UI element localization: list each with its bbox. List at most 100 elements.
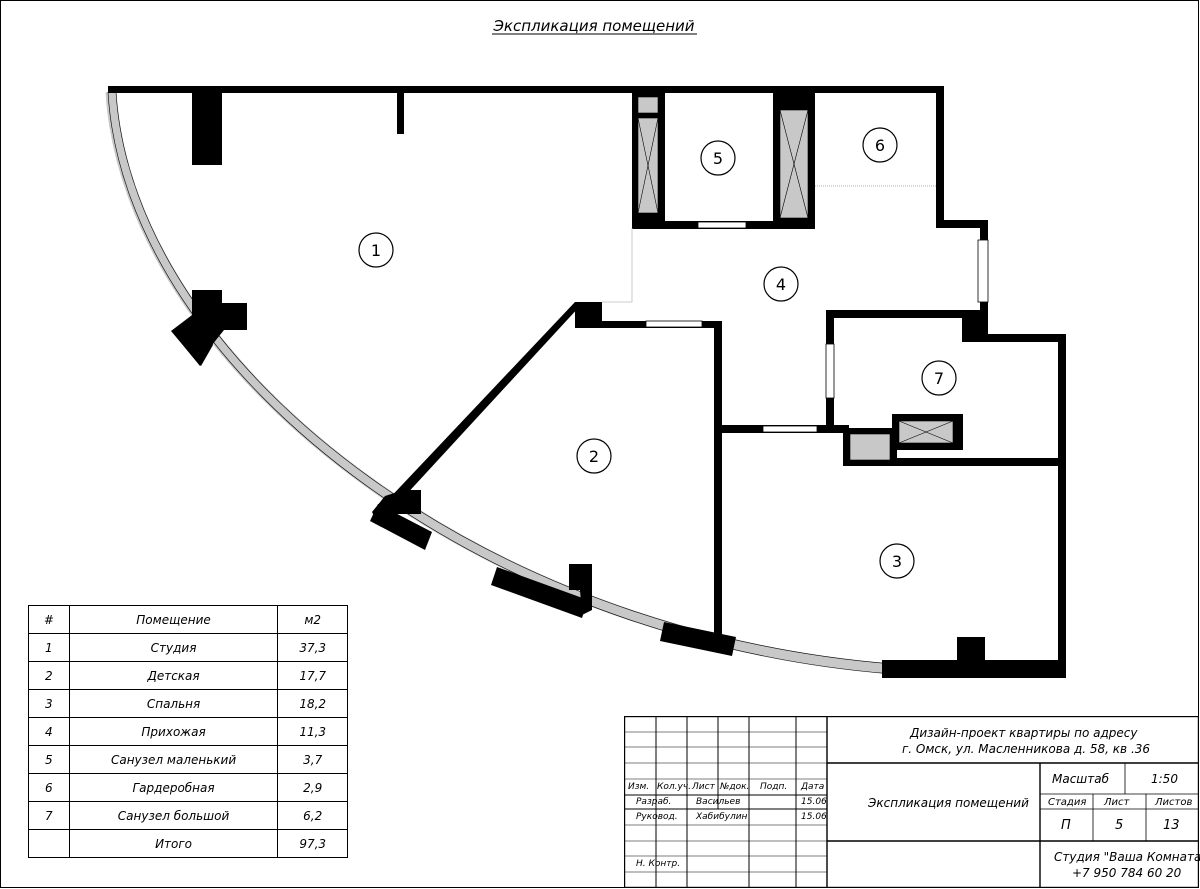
table-header-room: Помещение [68, 605, 279, 634]
table-cell-area: 17,7 [277, 661, 348, 690]
wall-bath7-left-top [826, 310, 834, 344]
stamp-col-count: Кол.уч. [657, 782, 692, 792]
stamp-manager-date: 15.06 [801, 812, 827, 822]
table-header-row: # Помещение м2 [28, 605, 348, 634]
table-row: 2 Детская 17,7 [28, 661, 348, 690]
stamp-col-sheet: Лист [692, 782, 715, 792]
stamp-col-docnum: №док. [720, 782, 750, 792]
table-cell-room: Санузел маленький [68, 745, 279, 774]
table-cell-area: 11,3 [277, 717, 348, 746]
facade-glazing-outline-inner [115, 91, 951, 668]
stamp-sheets-value: 13 [1163, 818, 1180, 833]
room-marker-4-label: 4 [776, 275, 786, 294]
wall-bath7-left-bottom [826, 398, 834, 432]
shaft-3-cross-b [898, 420, 954, 444]
shaft-4 [849, 433, 891, 461]
stamp-col-date: Дата [801, 782, 825, 792]
table-row: 3 Спальня 18,2 [28, 689, 348, 718]
wall-bath7-top-left [826, 310, 966, 318]
table-cell-number: 6 [28, 773, 70, 802]
table-row: 5 Санузел маленький 3,7 [28, 745, 348, 774]
wall-bath7-bottom [843, 458, 1066, 466]
stamp-stage-label: Стадия [1048, 797, 1087, 808]
table-cell-room: Студия [68, 633, 279, 662]
stamp-control-label: Н. Контр. [636, 859, 681, 869]
wall-top [108, 86, 944, 93]
drawing-title: Экспликация помещений [492, 17, 694, 35]
room-marker-6 [862, 127, 898, 163]
room-marker-7 [921, 360, 957, 396]
shaft-1b-cross-b [637, 117, 659, 214]
room-marker-5 [700, 140, 736, 176]
room-marker-4 [763, 266, 799, 302]
wall-kids-diagonal [384, 302, 580, 510]
stamp-col-change: Изм. [628, 782, 650, 792]
shaft-2-cross-b [779, 109, 809, 219]
stamp-developed-name: Васильев [696, 797, 741, 807]
shaft-1a [637, 96, 659, 114]
stamp-project-line1: Дизайн-проект квартиры по адресу [910, 726, 1138, 740]
wall-notch [936, 220, 988, 228]
stamp-scale-label: Масштаб [1052, 772, 1110, 786]
room-markers: 1 2 3 4 5 6 7 [358, 127, 957, 579]
stamp-sheet-label: Лист [1104, 797, 1130, 808]
room-marker-1 [358, 232, 394, 268]
door-bedroom [762, 425, 818, 433]
room-marker-3-label: 3 [892, 552, 902, 571]
table-row: 1 Студия 37,3 [28, 633, 348, 662]
room-marker-3 [879, 543, 915, 579]
table-cell-area: 97,3 [277, 829, 348, 858]
table-cell-room: Гардеробная [68, 773, 279, 802]
table-cell-room: Детская [68, 661, 279, 690]
table-cell-number: 2 [28, 661, 70, 690]
wall-right-hall [980, 220, 988, 240]
table-header-number: # [28, 605, 70, 634]
stamp-developed-date: 15.06 [801, 797, 827, 807]
table-cell-area: 18,2 [277, 689, 348, 718]
facade-wall-seg-2 [370, 504, 432, 550]
table-header-area: м2 [277, 605, 348, 634]
column-top-left [192, 90, 222, 165]
stamp-col-sign: Подп. [760, 782, 788, 792]
table-cell-number [28, 829, 70, 858]
partition-top [397, 90, 404, 134]
table-cell-room: Санузел большой [68, 801, 279, 830]
room-schedule-table: # Помещение м2 1 Студия 37,3 2 Детская 1… [28, 605, 348, 858]
table-cell-area: 2,9 [277, 773, 348, 802]
door-kids [645, 320, 703, 328]
table-cell-area: 37,3 [277, 633, 348, 662]
stamp-stage-value: П [1061, 818, 1071, 833]
title-block-grid [624, 716, 1199, 888]
wall-bath7-top [962, 334, 1066, 342]
stamp-studio-phone: +7 950 784 60 20 [1072, 866, 1182, 880]
stamp-sheets-label: Листов [1155, 797, 1193, 808]
table-cell-number: 4 [28, 717, 70, 746]
table-row: 4 Прихожая 11,3 [28, 717, 348, 746]
window-hall [977, 239, 989, 303]
door-bath5 [697, 221, 747, 229]
room-marker-2-label: 2 [589, 447, 599, 466]
column-bath7 [962, 310, 988, 342]
table-cell-number: 7 [28, 801, 70, 830]
facade-wall-seg-3 [491, 567, 588, 618]
table-cell-room: Итого [68, 829, 279, 858]
table-row: 6 Гардеробная 2,9 [28, 773, 348, 802]
stamp-sheet-title: Экспликация помещений [868, 796, 1029, 810]
table-cell-number: 1 [28, 633, 70, 662]
wall-kids-right [714, 321, 722, 639]
door-bath7 [825, 343, 835, 399]
stamp-project-line2: г. Омск, ул. Масленникова д. 58, кв .36 [902, 742, 1151, 756]
facade-wall-seg-4 [660, 622, 736, 656]
title-block: Изм. Кол.уч. Лист №док. Подп. Дата Разра… [624, 716, 1200, 888]
room-marker-7-label: 7 [934, 369, 944, 388]
column-bottom [957, 637, 985, 662]
table-cell-number: 3 [28, 689, 70, 718]
room-marker-2 [576, 438, 612, 474]
stamp-manager-name: Хабибулин [696, 812, 748, 822]
room-marker-5-label: 5 [713, 149, 723, 168]
stamp-sheet-value: 5 [1115, 818, 1124, 833]
table-row: 7 Санузел большой 6,2 [28, 801, 348, 830]
stamp-developed-label: Разраб. [636, 797, 672, 807]
